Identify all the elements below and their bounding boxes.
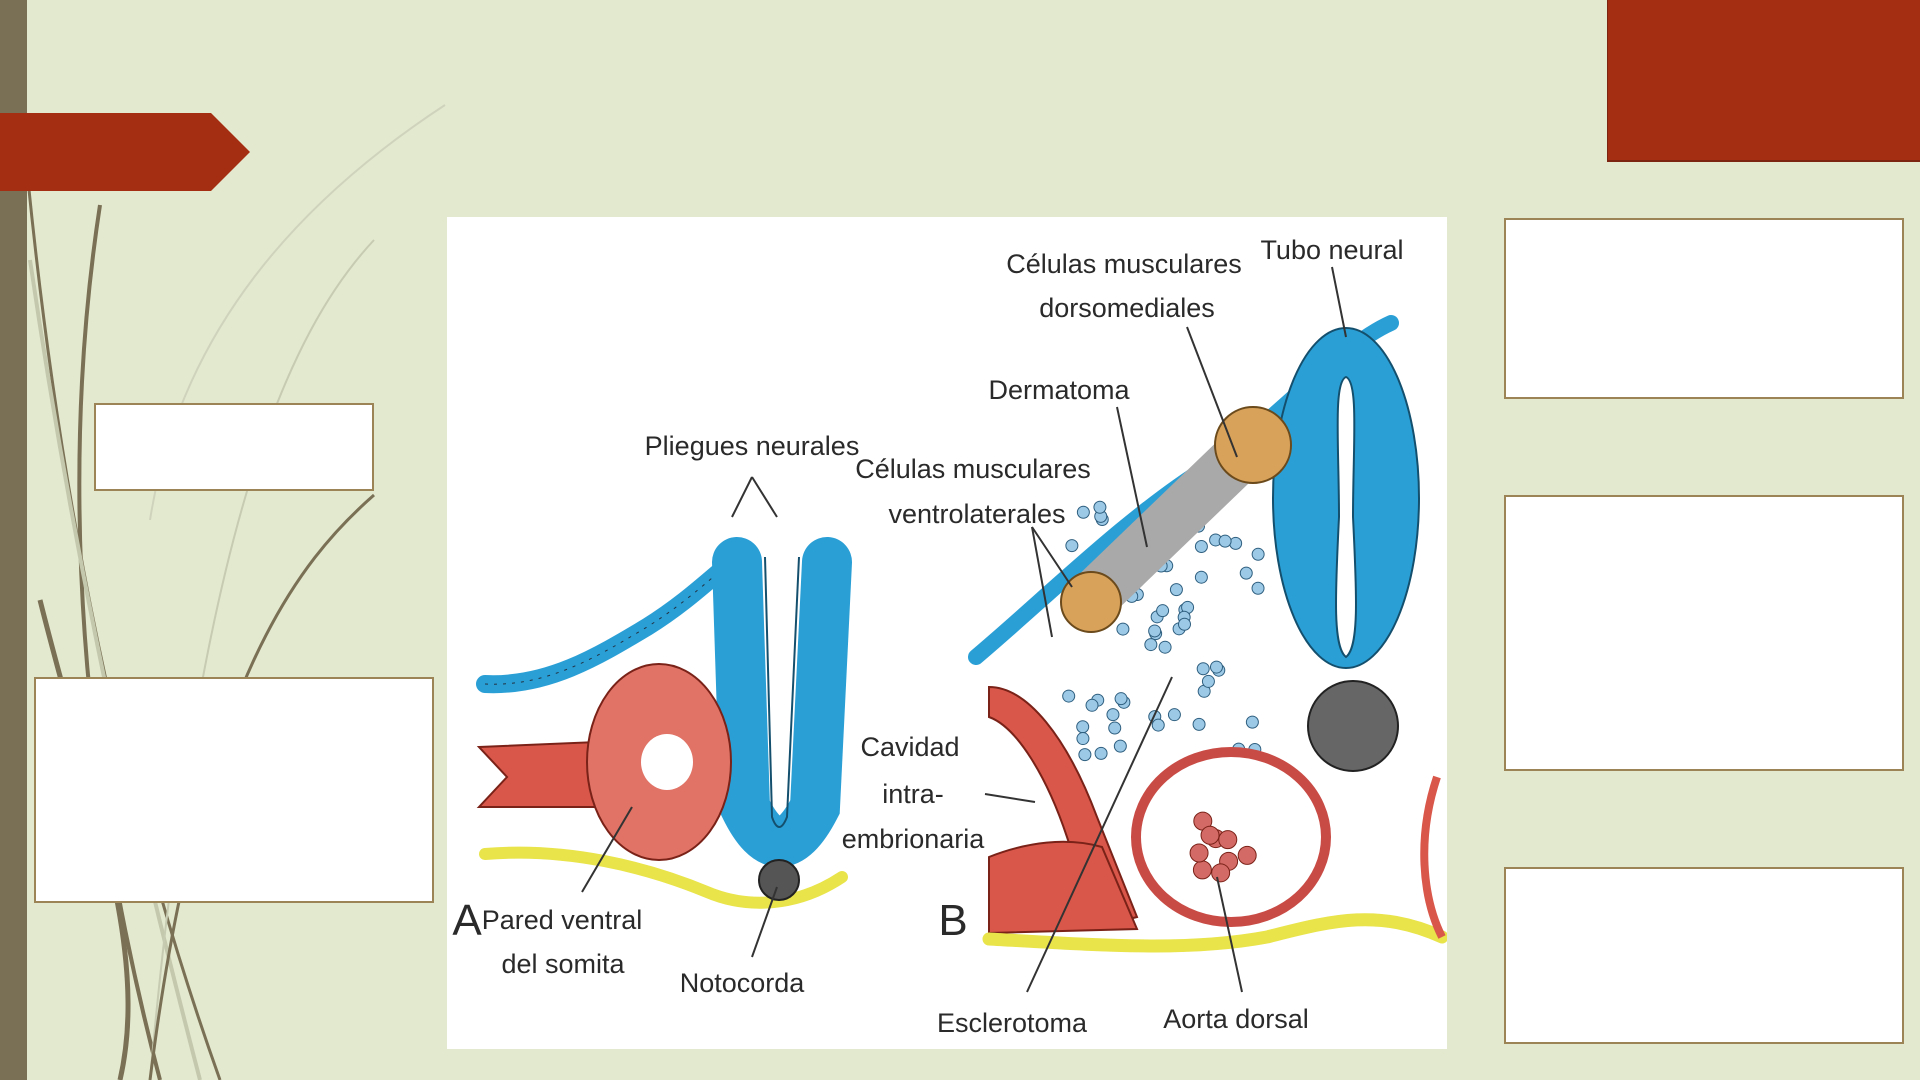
ectoderm-a [476,548,746,694]
blood-cell [1189,843,1209,863]
mesenchyme-cell [1062,689,1076,703]
endoderm-b [982,913,1447,953]
leader-line [1116,406,1148,548]
lateral-mesoderm-a [476,740,598,808]
label-cavidad-1: Cavidad [860,732,959,762]
leader-line [1186,326,1238,458]
mesenchyme-cell [1076,505,1090,519]
mesenchyme-cell [1065,539,1079,553]
mesenchyme-cell [1148,624,1162,638]
mesenchyme-cell [1156,604,1170,618]
mesenchyme-cell [1116,622,1130,636]
leader-line [731,476,753,518]
myotome-ventrolateral [1060,571,1122,633]
leader-line [984,793,1036,803]
mesenchyme-cell [1085,698,1099,712]
text-box-left-large[interactable] [34,677,434,903]
mesenchyme-cell [1245,715,1259,729]
leader-line [751,886,778,958]
blood-cell [1211,863,1231,883]
leader-line [1031,526,1053,638]
label-dorsomediales-2: dorsomediales [1039,293,1215,323]
blood-cell [1218,830,1238,850]
label-pared-ventral-2: del somita [501,949,625,979]
label-cavidad-2: intra- [882,779,944,809]
label-pliegues-neurales: Pliegues neurales [645,431,860,461]
text-box-left-small[interactable] [94,403,374,491]
somite-differentiation-diagram: Pliegues neurales A Pared ventral del so… [447,217,1447,1049]
neural-canal [1335,375,1357,659]
top-right-accent-block [1607,0,1920,162]
mesenchyme-cell [1201,674,1215,688]
label-ventrolaterales-2: ventrolaterales [888,499,1065,529]
mesenchyme-cell [1076,732,1090,746]
leader-line [1026,676,1173,993]
text-box-right-top[interactable] [1504,218,1904,399]
blood-cell [1200,825,1220,845]
leader-line [1216,876,1243,993]
label-tubo-neural: Tubo neural [1260,235,1403,265]
panel-letter-b: B [938,896,967,945]
mesenchyme-cell [1078,748,1092,762]
mesenchyme-cell [1093,500,1107,514]
mesenchyme-cell [1106,708,1120,722]
blood-cells [1189,811,1257,883]
leader-line [751,476,778,518]
mesenchyme-cell [1239,566,1253,580]
endoderm-a [479,846,848,909]
panel-b: Células musculares dorsomediales Tubo ne… [842,235,1447,1038]
label-ventrolaterales-1: Células musculares [855,454,1091,484]
mesenchyme-cell [1094,746,1108,760]
leader-line [1331,266,1347,338]
mesenchyme-cell [1114,692,1128,706]
notochord-b [1307,680,1399,772]
label-cavidad-3: embrionaria [842,824,986,854]
mesenchyme-cell [1251,547,1265,561]
mesenchyme-cell [1158,640,1172,654]
text-box-right-bottom[interactable] [1504,867,1904,1044]
mesenchyme-cell [1229,536,1243,550]
title-arrow-banner [0,113,250,191]
leader-line [1031,526,1073,588]
dorsal-aorta [1131,747,1331,927]
panel-letter-a: A [452,896,482,945]
mesenchyme-cell [1209,660,1223,674]
label-dermatoma: Dermatoma [988,375,1130,405]
mesenchyme-cell [1151,718,1165,732]
ectoderm-a-outline [484,556,738,685]
mesenchyme-cell [1169,583,1183,597]
panel-a: Pliegues neurales A Pared ventral del so… [452,431,859,998]
mesenchyme-cell [1177,617,1191,631]
mesenchyme-cell [1167,708,1181,722]
text-box-right-middle[interactable] [1504,495,1904,771]
mesenchyme-cell [1108,721,1122,735]
mesenchyme-cell [1194,539,1208,553]
sclerotome-block [988,840,1139,935]
blood-cell [1192,860,1212,880]
leader-line [581,806,633,893]
notochord-a [758,859,800,901]
neural-fold-tube-a [712,537,852,867]
blood-cell [1237,845,1257,865]
neural-groove-a [764,556,800,828]
mesenchyme-cell [1196,662,1210,676]
somite-lumen [641,734,693,790]
label-esclerotoma: Esclerotoma [937,1008,1088,1038]
mesenchyme-cell [1192,717,1206,731]
mesenchyme-cell [1076,720,1090,734]
mesenchyme-cell [1218,534,1232,548]
mesenchyme-cell [1144,638,1158,652]
label-notocorda: Notocorda [680,968,806,998]
mesenchyme-cell [1194,570,1208,584]
body-wall-right [1420,775,1446,939]
mesenchyme-cell [1251,581,1265,595]
label-dorsomediales-1: Células musculares [1006,249,1242,279]
label-aorta-dorsal: Aorta dorsal [1163,1004,1309,1034]
label-pared-ventral-1: Pared ventral [482,905,643,935]
mesenchyme-cell [1113,739,1127,753]
myotome-dorsomedial [1214,406,1292,484]
